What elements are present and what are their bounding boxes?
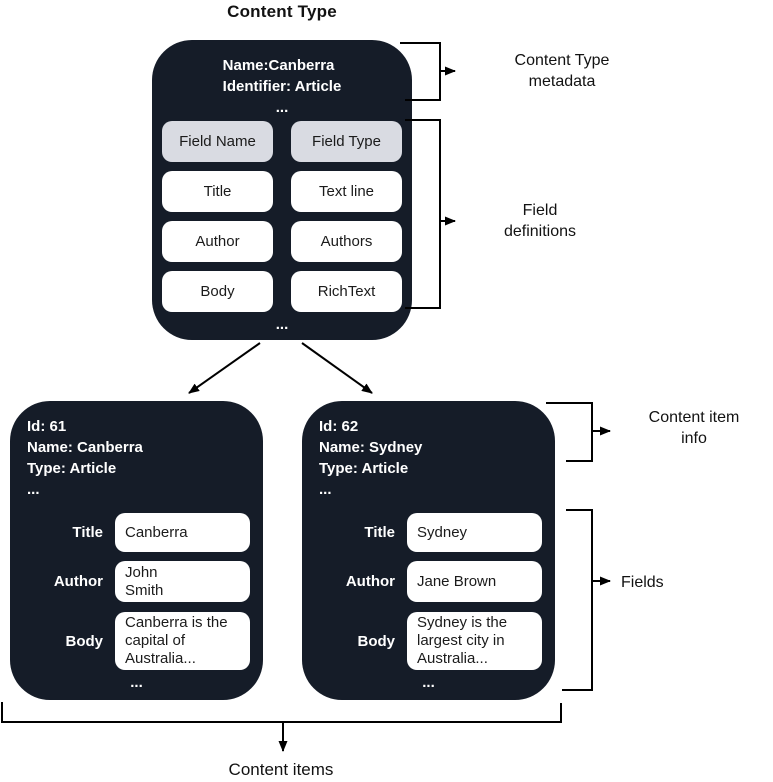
- item-type-line: Type: Article: [319, 460, 409, 477]
- field-definitions-table: Field Name Field Type Title Text line Au…: [162, 121, 402, 312]
- field-value-box: Canberra: [115, 513, 250, 552]
- field-row-title: Title Canberra: [25, 513, 250, 552]
- content-items-label: Content items: [228, 760, 334, 779]
- arrow-to-item-canberra: [188, 342, 261, 394]
- field-type-cell: RichText: [291, 271, 402, 312]
- item-id-line: Id: 62: [319, 418, 359, 435]
- item-name-line: Name: Canberra: [27, 439, 143, 456]
- content-item-box-canberra: Id: 61 Name: Canberra Type: Article ... …: [10, 401, 263, 700]
- field-value-box: John Smith: [115, 561, 250, 602]
- field-label: Body: [357, 632, 396, 650]
- content-type-box: Name:Canberra Identifier: Article ... Fi…: [152, 40, 412, 340]
- content-item-box-sydney: Id: 62 Name: Sydney Type: Article ... Ti…: [302, 401, 555, 700]
- field-definitions-label: Field definitions: [503, 202, 577, 240]
- content-type-name-line: Name:Canberra: [222, 57, 335, 74]
- field-label: Author: [53, 573, 103, 590]
- content-type-metadata-block: Name:Canberra Identifier: Article: [152, 55, 412, 97]
- item-name-line: Name: Sydney: [319, 439, 423, 456]
- diagram-title: Content Type: [227, 2, 337, 21]
- field-label: Title: [72, 524, 103, 541]
- field-label: Body: [65, 632, 104, 650]
- item-footer-ellipsis: ...: [422, 674, 435, 691]
- field-row-author: Author John Smith: [25, 561, 250, 602]
- content-type-ellipsis: ...: [275, 99, 289, 116]
- field-row-title: Title Sydney: [317, 513, 542, 552]
- content-item-info-block: Id: 61 Name: Canberra Type: Article ...: [27, 416, 143, 500]
- item-id-line: Id: 61: [27, 418, 67, 435]
- field-value-box: Sydney is the largest city in Australia.…: [407, 612, 542, 670]
- arrow-to-item-sydney: [301, 342, 373, 394]
- field-name-cell: Body: [162, 271, 273, 312]
- field-value-box: Sydney: [407, 513, 542, 552]
- field-label: Author: [345, 573, 395, 590]
- content-type-identifier-line: Identifier: Article: [222, 78, 342, 95]
- item-ellipsis: ...: [27, 481, 40, 498]
- field-value-box: Canberra is the capital of Australia...: [115, 612, 250, 670]
- content-type-metadata-label: Content Type metadata: [514, 52, 610, 90]
- bracket-fields: [562, 509, 593, 691]
- item-footer-ellipsis: ...: [130, 674, 143, 691]
- field-name-cell: Author: [162, 221, 273, 262]
- fields-label: Fields: [621, 574, 664, 591]
- field-row-author: Author Jane Brown: [317, 561, 542, 602]
- field-name-header-cell: Field Name: [162, 121, 273, 162]
- field-type-cell: Authors: [291, 221, 402, 262]
- content-item-info-label: Content item info: [648, 409, 740, 447]
- field-type-header-cell: Field Type: [291, 121, 402, 162]
- bracket-content-items: [1, 702, 562, 723]
- field-row-body: Body Sydney is the largest city in Austr…: [317, 612, 542, 670]
- field-name-cell: Title: [162, 171, 273, 212]
- field-type-cell: Text line: [291, 171, 402, 212]
- content-item-info-block: Id: 62 Name: Sydney Type: Article ...: [319, 416, 422, 500]
- field-value-box: Jane Brown: [407, 561, 542, 602]
- field-row-body: Body Canberra is the capital of Australi…: [25, 612, 250, 670]
- field-label: Title: [364, 524, 395, 541]
- item-type-line: Type: Article: [27, 460, 117, 477]
- content-type-footer-ellipsis: ...: [275, 316, 289, 333]
- item-ellipsis: ...: [319, 481, 332, 498]
